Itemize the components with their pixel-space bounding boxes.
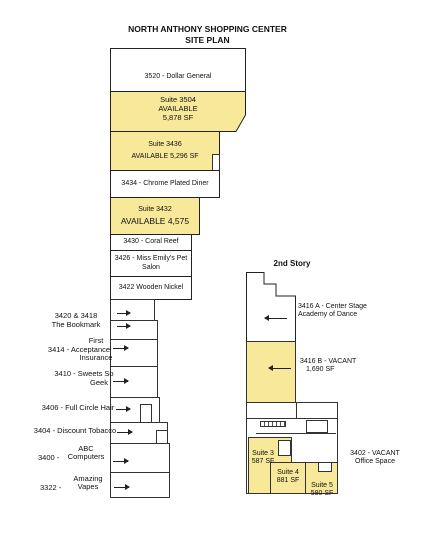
unit-3426-line-1: 3426 - Miss Emily's Pet [114, 255, 188, 263]
block-3406-annex [140, 404, 152, 423]
unit-3436-name: Suite 3436 [148, 141, 182, 149]
unit-3416b [246, 341, 296, 403]
label-3420-bookmark: 3420 & 3418 The Bookmark [38, 311, 114, 329]
unit-3504-shape [110, 91, 246, 132]
label-3400-line-3: Computers [67, 452, 105, 462]
unit-3504: Suite 3504 AVAILABLE 5,878 SF [110, 91, 246, 132]
office-wall-2 [296, 402, 297, 419]
arrow-3400 [113, 458, 129, 464]
label-3414-line-3: Insurance [79, 353, 113, 363]
unit-3426-pet-salon: 3426 - Miss Emily's Pet Salon [110, 250, 192, 277]
title-line-2: SITE PLAN [185, 35, 230, 46]
arrow-3404 [117, 429, 133, 435]
label-suite-5: Suite 5 580 SF [306, 482, 338, 498]
label-3402-line-2: Office Space [355, 458, 395, 466]
label-3400-line-2: 3400 - [38, 452, 60, 462]
label-3322-line-3: Vapes [77, 482, 99, 492]
unit-3520-label: 3520 - Dollar General [144, 72, 212, 80]
suite-3-closet [278, 440, 291, 456]
label-3416a-line-2: Academy of Dance [298, 311, 358, 319]
arrow-3416a [265, 318, 287, 319]
label-3322-vapes: Amazing 3322 - Vapes [36, 474, 112, 492]
label-3414-line-1: First [88, 336, 104, 345]
label-3414-insurance: First 3414 - Acceptance Insurance [34, 336, 124, 363]
label-suite-4: Suite 4 881 SF [272, 469, 304, 485]
block-3420 [110, 299, 155, 321]
office-wall-1 [246, 418, 338, 419]
office-room-top-right [306, 420, 328, 433]
label-3404-tobacco: 3404 - Discount Tobacco [24, 426, 126, 436]
suite-5-name: Suite 5 [311, 482, 333, 489]
label-3414-line-2: 3414 - Acceptance [47, 344, 111, 354]
unit-3432-status: AVAILABLE 4,575 [120, 215, 190, 226]
unit-3434-chrome-plated-diner: 3434 - Chrome Plated Diner [110, 170, 220, 198]
unit-3422-label: 3422 Wooden Nickel [118, 283, 184, 291]
unit-3504-name: Suite 3504 [160, 95, 196, 104]
label-3406-full-circle: 3406 - Full Circle Hair [28, 403, 128, 413]
arrow-3414 [113, 345, 129, 351]
label-3410-sweets: 3410 - Sweets So Geek [44, 369, 124, 387]
suite-5-sf: 580 SF [310, 490, 334, 498]
unit-3432: Suite 3432 AVAILABLE 4,575 [110, 197, 200, 235]
label-3400-abc: ABC 3400 - Computers [32, 444, 112, 462]
label-3420-line-1: 3420 & 3418 [54, 311, 98, 320]
block-3404-annex [156, 430, 168, 444]
label-3416a: 3416 A - Center Stage Academy of Dance [290, 303, 388, 319]
block-3322 [110, 472, 170, 498]
second-story-heading: 2nd Story [273, 259, 311, 268]
label-3416b-line-2: 1,690 SF [306, 366, 335, 374]
label-3322-line-1: Amazing [73, 474, 103, 483]
label-3416a-line-1: 3416 A - Center Stage [298, 303, 367, 310]
suite-4-sf: 881 SF [276, 477, 300, 485]
unit-3436: Suite 3436 AVAILABLE 5,296 SF [110, 131, 220, 171]
suite-3-name: Suite 3 [252, 450, 274, 457]
unit-3436-notch [212, 154, 220, 171]
label-3322-line-2: 3322 - [40, 482, 62, 492]
unit-3426-line-2: Salon [142, 263, 160, 271]
unit-3504-sf: 5,878 SF [162, 113, 194, 122]
label-3420-line-2: The Bookmark [51, 319, 101, 329]
unit-3422-wooden-nickel: 3422 Wooden Nickel [110, 276, 192, 300]
arrow-3416b [269, 368, 291, 369]
label-3416b-line-1: 3416 B - VACANT [300, 358, 357, 365]
unit-3504-status: AVAILABLE [158, 104, 198, 113]
suite-5-closet [318, 462, 332, 472]
label-3402-office: 3402 - VACANT Office Space [340, 450, 410, 466]
unit-3436-status: AVAILABLE 5,296 SF [131, 152, 199, 160]
label-3410-line-2: Geek [90, 377, 108, 387]
arrow-3322 [114, 484, 130, 490]
arrow-3406 [116, 406, 131, 412]
office-stair [260, 421, 286, 427]
block-3414 [110, 339, 158, 367]
label-suite-3: Suite 3 587 SF [249, 450, 277, 466]
suite-3-sf: 587 SF [251, 458, 275, 466]
title-line-1: NORTH ANTHONY SHOPPING CENTER [128, 24, 287, 34]
suite-4-name: Suite 4 [277, 469, 299, 476]
arrow-3418 [117, 323, 131, 329]
label-3410-line-1: 3410 - Sweets So [54, 369, 114, 378]
block-3400 [110, 443, 170, 473]
unit-3416a-outline [246, 272, 296, 342]
label-3406-line: 3406 - Full Circle Hair [41, 403, 115, 412]
page-title: NORTH ANTHONY SHOPPING CENTER SITE PLAN [80, 24, 335, 46]
unit-3430-label: 3430 - Coral Reef [123, 238, 179, 246]
office-corridor [256, 433, 336, 434]
arrow-3410 [113, 378, 129, 384]
label-3402-line-1: 3402 - VACANT [350, 450, 400, 457]
label-3400-line-1: ABC [78, 444, 94, 453]
label-3404-line: 3404 - Discount Tobacco [33, 426, 117, 435]
unit-3434-label: 3434 - Chrome Plated Diner [121, 179, 209, 187]
unit-3430-coral-reef: 3430 - Coral Reef [110, 234, 192, 251]
unit-3432-name: Suite 3432 [138, 205, 172, 213]
arrow-3420 [117, 310, 131, 316]
label-3416b: 3416 B - VACANT 1,690 SF [292, 358, 380, 374]
suite-4 [270, 462, 306, 494]
unit-3520-dollar-general: 3520 - Dollar General [110, 48, 246, 92]
